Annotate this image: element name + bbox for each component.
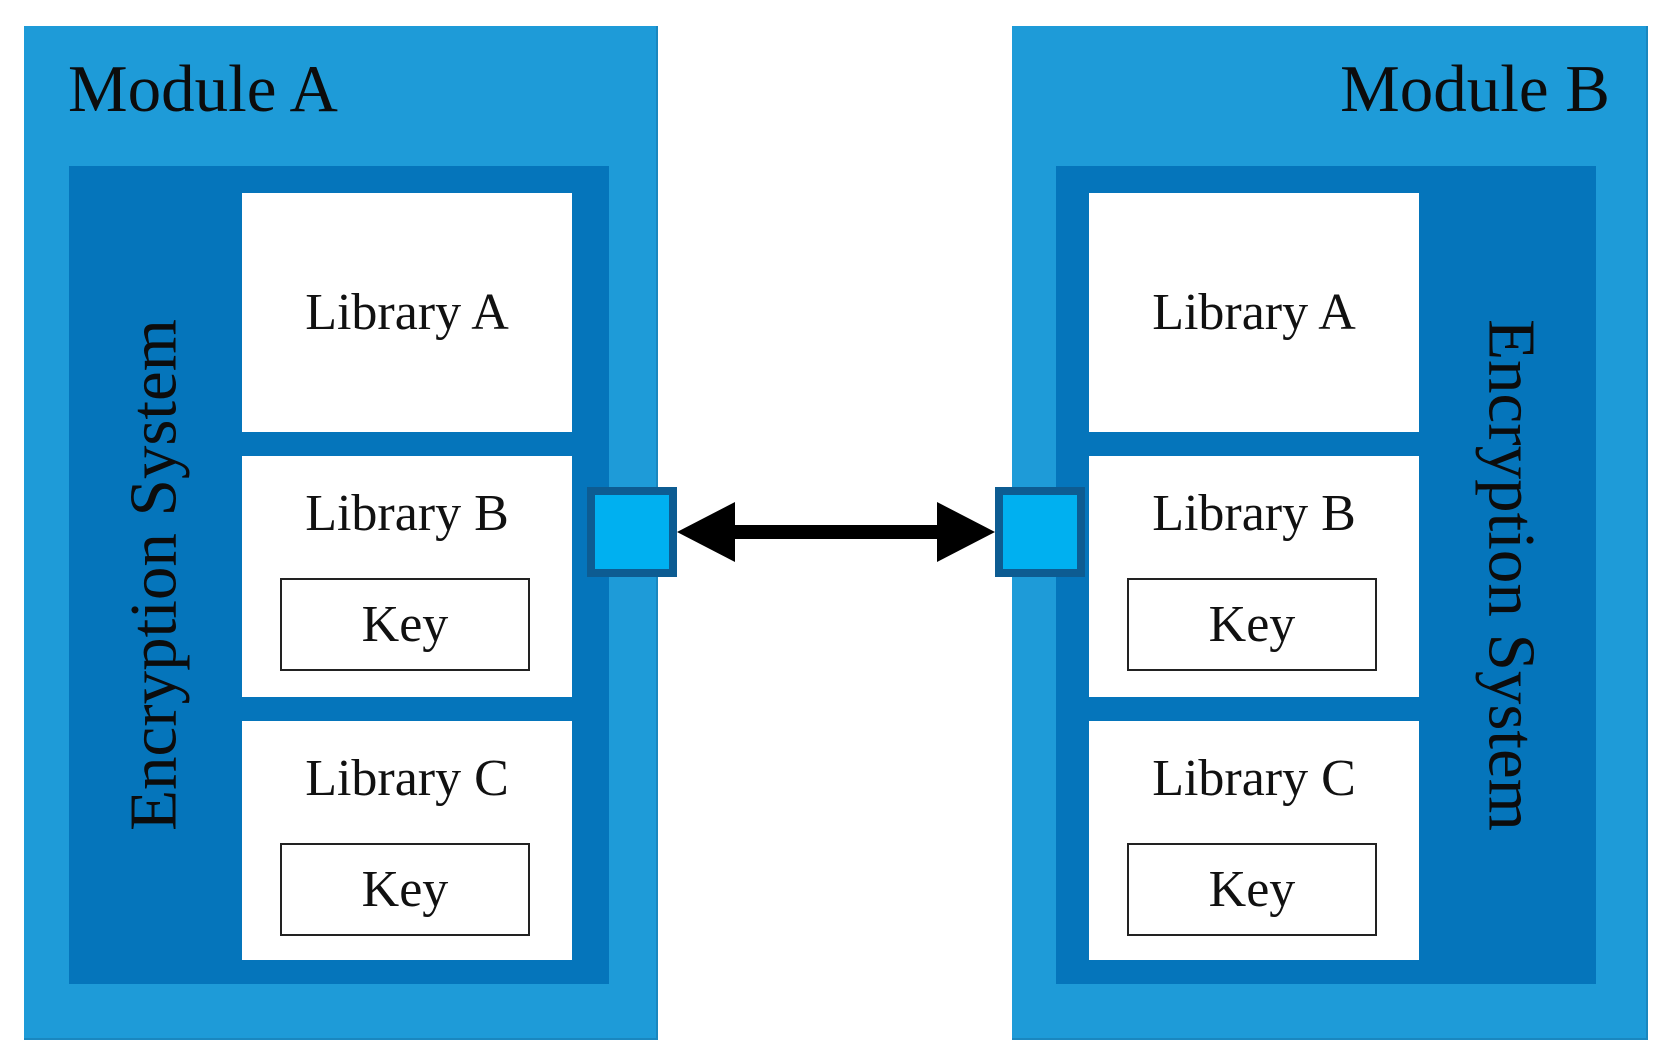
module-a-port (587, 487, 677, 577)
arrow-shaft (729, 525, 943, 539)
module-b-encryption-label-area: Encryption System (1426, 166, 1596, 984)
module-b-library-b: Library B Key (1089, 456, 1419, 697)
module-a-library-c: Library C Key (242, 721, 572, 960)
module-a-library-a: Library A (242, 193, 572, 432)
module-a-library-a-label: Library A (305, 284, 509, 341)
module-a-library-b: Library B Key (242, 456, 572, 697)
module-a-encryption-label-area: Encryption System (69, 166, 239, 984)
module-a-title: Module A (68, 52, 338, 126)
module-b-title: Module B (1340, 52, 1610, 126)
module-b-encryption-system: Encryption System Library A Library B Ke… (1056, 166, 1596, 984)
module-a-library-b-label: Library B (305, 485, 509, 542)
bidirectional-arrow (677, 502, 995, 562)
module-a: Module A Encryption System Library A Lib… (24, 26, 658, 1040)
module-b-library-b-label: Library B (1152, 485, 1356, 542)
module-b-library-c-label: Library C (1152, 750, 1356, 807)
module-a-library-c-key: Key (280, 843, 530, 936)
module-a-encryption-label: Encryption System (116, 319, 191, 831)
module-b-library-c: Library C Key (1089, 721, 1419, 960)
module-b-library-b-key: Key (1127, 578, 1377, 671)
module-a-library-c-label: Library C (305, 750, 509, 807)
module-b: Module B Encryption System Library A Lib… (1012, 26, 1648, 1040)
arrow-head-left (677, 502, 735, 562)
module-b-library-a-label: Library A (1152, 284, 1356, 341)
module-b-port (995, 487, 1085, 577)
module-a-library-b-key: Key (280, 578, 530, 671)
module-b-encryption-label: Encryption System (1474, 319, 1549, 831)
module-b-library-a: Library A (1089, 193, 1419, 432)
arrow-head-right (937, 502, 995, 562)
module-b-library-c-key: Key (1127, 843, 1377, 936)
module-a-encryption-system: Encryption System Library A Library B Ke… (69, 166, 609, 984)
